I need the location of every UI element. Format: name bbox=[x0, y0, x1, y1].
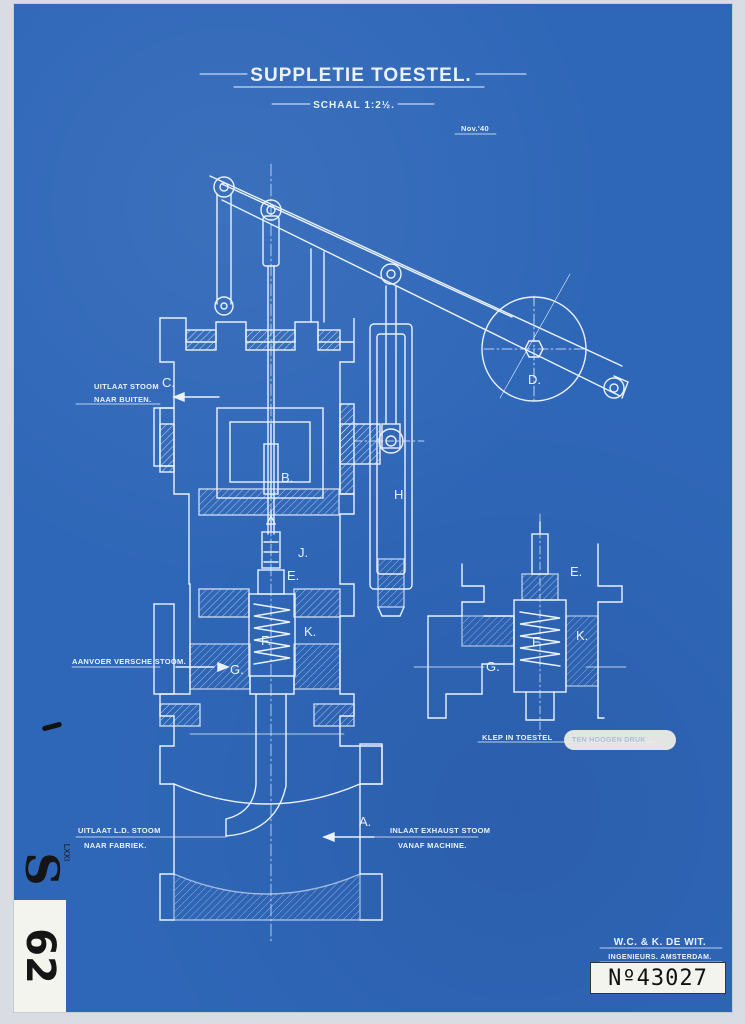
callout-outlet-top-1: UITLAAT STOOM bbox=[94, 382, 159, 391]
callout-inlet-2: VANAF MACHINE. bbox=[398, 841, 467, 850]
drawing-date: Nov.'40 bbox=[461, 124, 489, 133]
label-c: C. bbox=[162, 375, 175, 390]
label-k: K. bbox=[304, 624, 316, 639]
callout-fresh-steam: AANVOER VERSCHE STOOM. bbox=[72, 657, 186, 666]
label-k-detail: K. bbox=[576, 628, 588, 643]
callout-outlet-ld-1: UITLAAT L.D. STOOM bbox=[78, 826, 161, 835]
callout-inlet-1: INLAAT EXHAUST STOOM bbox=[390, 826, 490, 835]
flow-arrows bbox=[71, 391, 479, 843]
firm-subtitle: INGENIEURS. AMSTERDAM. bbox=[608, 954, 711, 961]
detail-view-valve bbox=[413, 513, 655, 743]
label-d: D. bbox=[528, 372, 541, 387]
engineering-drawing: SUPPLETIE TOESTEL. SCHAAL 1:2½. Nov.'40 … bbox=[71, 65, 723, 963]
dashpot-cylinder bbox=[339, 285, 425, 617]
blueprint-sheet: SUPPLETIE TOESTEL. SCHAAL 1:2½. Nov.'40 … bbox=[14, 4, 732, 1012]
label-a: A. bbox=[359, 814, 371, 829]
drawing-title: SUPPLETIE TOESTEL. bbox=[250, 65, 471, 86]
archive-stamp-number-box: 62 bbox=[14, 900, 66, 1012]
archive-stamp-sub: LXXI bbox=[62, 843, 72, 862]
paper-patch: TEN HOOGEN DRUK bbox=[564, 730, 676, 750]
label-j: J. bbox=[298, 545, 308, 560]
label-e: E. bbox=[287, 568, 299, 583]
callout-valve-caption-hidden: TEN HOOGEN DRUK bbox=[572, 736, 646, 744]
label-h: H bbox=[394, 487, 403, 502]
label-f: F. bbox=[261, 633, 271, 648]
drawing-number: Nº43027 bbox=[590, 962, 726, 994]
callout-outlet-ld-2: NAAR FABRIEK. bbox=[84, 841, 147, 850]
callout-valve-caption: KLEP IN TOESTEL bbox=[482, 733, 553, 742]
label-b: B. bbox=[281, 470, 293, 485]
firm-name: W.C. & K. DE WIT. bbox=[614, 937, 706, 948]
counterweight bbox=[481, 273, 587, 405]
spring-valve bbox=[248, 509, 296, 677]
lever-arm bbox=[209, 175, 629, 399]
label-f-detail: F. bbox=[532, 634, 542, 649]
label-g: G. bbox=[230, 662, 244, 677]
drawing-scale: SCHAAL 1:2½. bbox=[313, 100, 395, 111]
label-e-detail: E. bbox=[570, 564, 582, 579]
archive-stamp-number: 62 bbox=[17, 928, 64, 984]
archive-stamp: S LXXI 62 bbox=[14, 840, 71, 1012]
label-g-detail: G. bbox=[486, 659, 500, 674]
callout-outlet-top-2: NAAR BUITEN. bbox=[94, 395, 151, 404]
